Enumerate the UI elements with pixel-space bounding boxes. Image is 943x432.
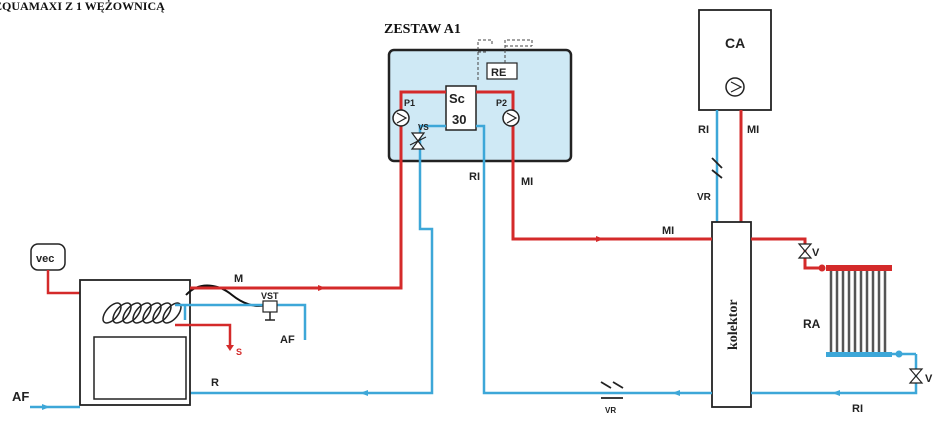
label-af-valve: AF	[280, 334, 295, 346]
radiator-inlet	[818, 264, 826, 272]
vr-check-valve-bottom	[600, 381, 624, 399]
collector	[711, 221, 752, 408]
label-ri-bottom: RI	[852, 403, 863, 415]
cold-pipe-return-left	[185, 160, 434, 395]
pump-p2	[502, 109, 520, 127]
radiator	[826, 265, 892, 357]
controller-wiring	[477, 39, 533, 80]
label-r: R	[211, 377, 219, 389]
cold-pipe-vst	[175, 303, 307, 340]
label-ri-set: RI	[469, 171, 480, 183]
set-label: ZESTAW A1	[384, 22, 461, 37]
flow-arrow-r3	[832, 390, 840, 396]
vst-label: VST	[261, 291, 279, 301]
flow-arrow-m	[318, 285, 326, 291]
controller-box	[486, 62, 518, 80]
vs-valve	[409, 132, 427, 150]
radiator-label: RA	[803, 317, 821, 331]
label-af-inlet: AF	[12, 389, 29, 404]
controller-label: RE	[491, 67, 506, 79]
exchanger-label-top: Sc	[449, 91, 465, 106]
vst-valve	[262, 300, 278, 321]
set-cold-pipe-right	[476, 124, 486, 160]
radiator-outlet	[895, 350, 903, 358]
collector-label: kolektor	[726, 299, 741, 350]
label-s: S	[236, 347, 242, 357]
label-v-bottom: V	[925, 373, 933, 385]
outlet-s-tap	[226, 345, 234, 351]
vec-pipe	[46, 270, 80, 295]
set-hot-pipe-right	[476, 90, 515, 160]
label-mi-collector: MI	[662, 225, 674, 237]
valve-v-top	[797, 243, 813, 259]
water-heater-panel	[93, 336, 187, 400]
pump-p1-label: P1	[404, 98, 415, 108]
label-v-top: V	[812, 247, 820, 259]
pump-p1	[392, 109, 410, 127]
heat-exchanger-coil	[102, 302, 182, 324]
label-ri-boiler: RI	[698, 124, 709, 136]
vec-label: vec	[36, 253, 54, 265]
diagram-title: EQUAMAXI Z 1 WĘŻOWNICĄ	[0, 0, 165, 13]
vr-check-valve-vertical	[711, 157, 723, 179]
flow-arrow-r1	[360, 390, 368, 396]
label-m: M	[234, 273, 243, 285]
flow-arrow-mi	[596, 236, 604, 242]
cold-pipe-return-right	[482, 160, 712, 395]
flow-arrow-r2	[672, 390, 680, 396]
label-vr-bottom: VR	[605, 406, 616, 415]
hot-outlet-s	[175, 323, 232, 345]
boiler-label: CA	[725, 35, 745, 51]
pump-p2-label: P2	[496, 98, 507, 108]
boiler-pump-icon	[725, 77, 745, 97]
hot-pipe-set-to-collector	[511, 160, 712, 241]
exchanger	[445, 85, 477, 131]
set-hot-pipe-left	[399, 90, 446, 160]
flow-arrow-af	[42, 404, 50, 410]
label-mi-boiler: MI	[747, 124, 759, 136]
valve-v-bottom	[908, 368, 924, 384]
set-a1-box	[387, 48, 573, 163]
exchanger-label-bottom: 30	[452, 112, 466, 127]
label-vr-vertical: VR	[697, 192, 712, 203]
cold-pipe-collector-out	[751, 354, 918, 395]
label-mi-set: MI	[521, 176, 533, 188]
hot-pipe-m	[190, 160, 403, 290]
vs-label: VS	[418, 123, 429, 132]
